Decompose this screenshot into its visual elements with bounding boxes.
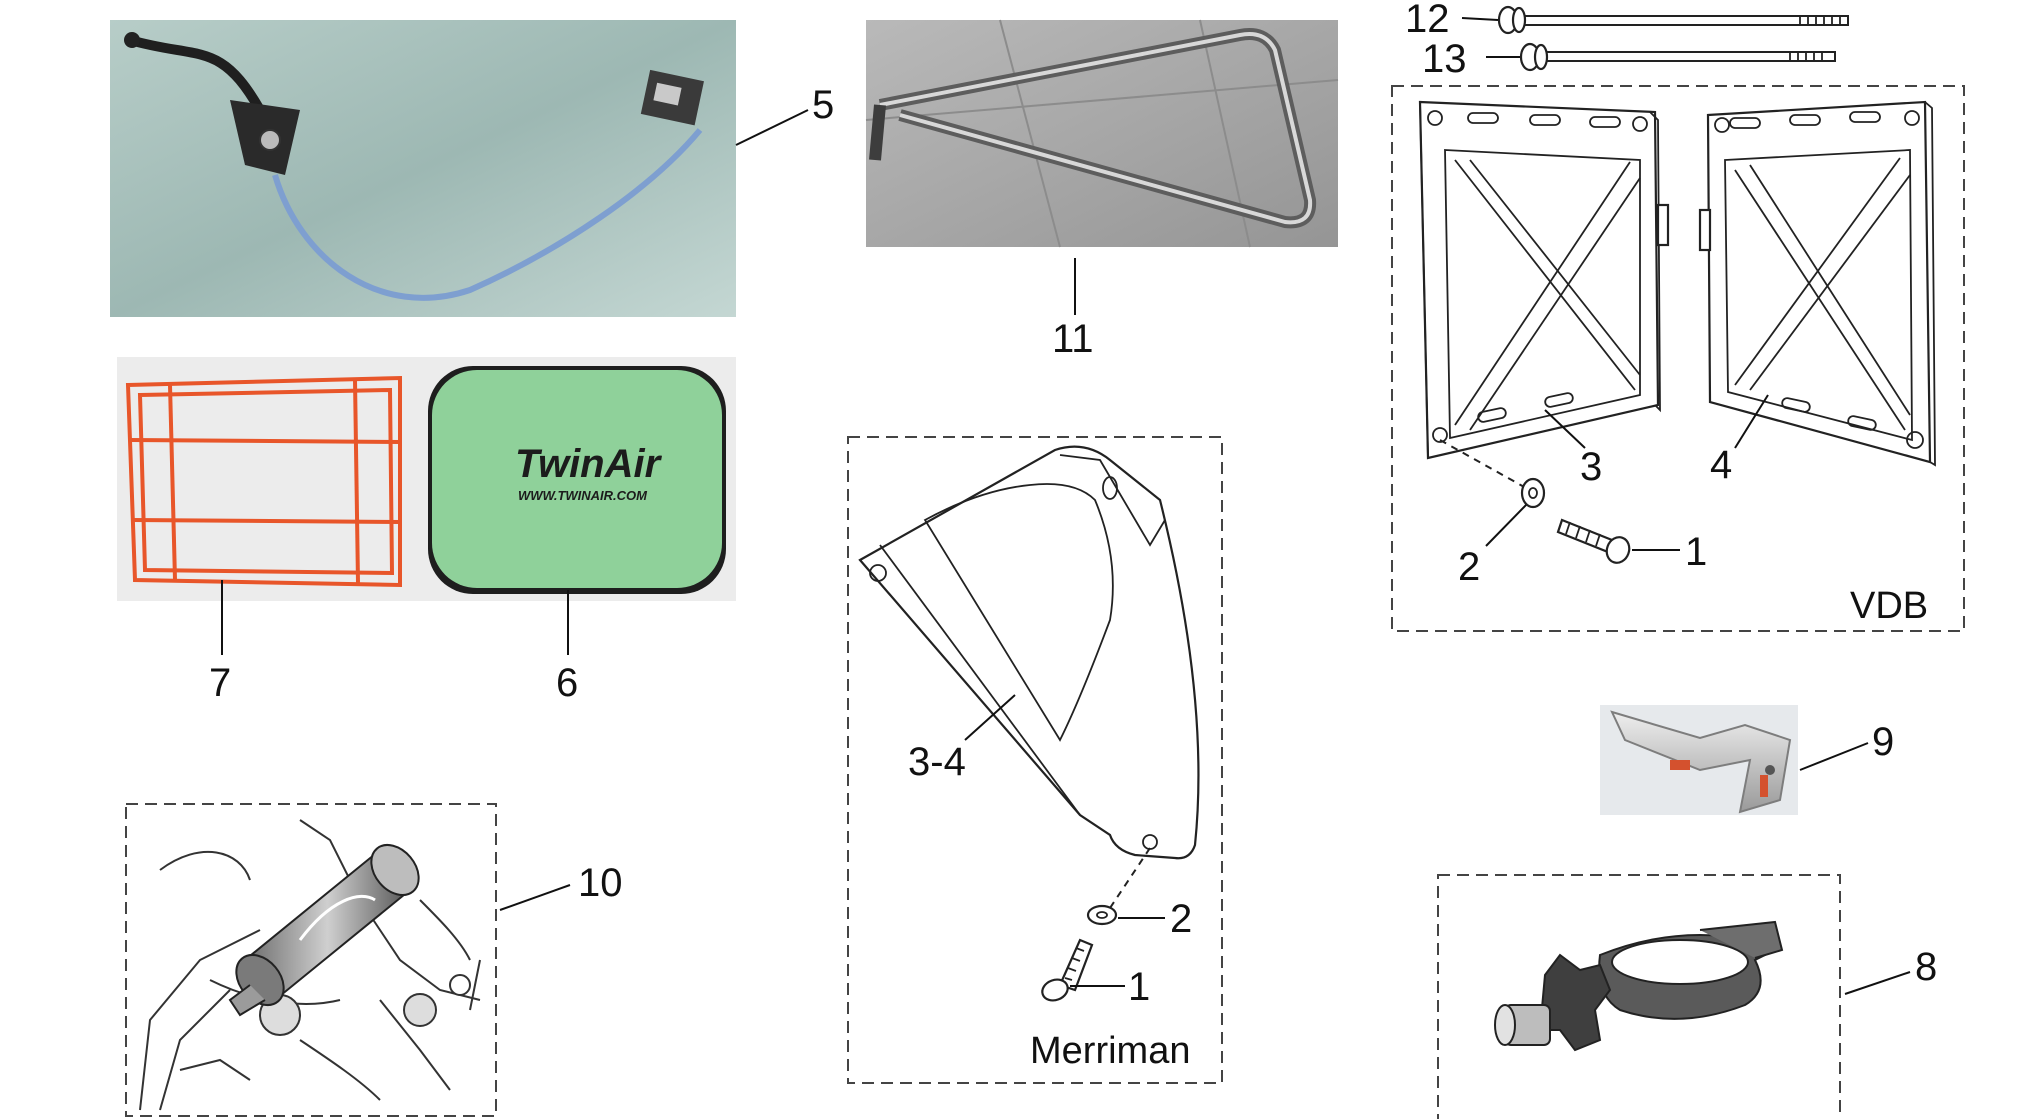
cylinder-filter — [228, 843, 420, 1017]
kit-10-dashed-box — [125, 803, 497, 1117]
merriman-kit-label: Merriman — [1030, 1030, 1190, 1072]
vdb-plate-left — [1418, 100, 1670, 460]
callout-9: 9 — [1872, 720, 1894, 764]
side-stand-photo — [865, 19, 1339, 248]
callout-6: 6 — [556, 661, 578, 705]
vdb-washer — [1520, 477, 1546, 509]
bolt-12 — [1497, 5, 1849, 35]
callout-13: 13 — [1422, 37, 1467, 81]
callout-4-vdb: 4 — [1710, 443, 1732, 487]
vdb-dashed-box — [1391, 85, 1965, 632]
filter-url-text: WWW.TWINAIR.COM — [518, 488, 648, 503]
merriman-kit-group: 3-4 2 1 Merriman — [847, 436, 1223, 1084]
kit-8-dashed-box — [1437, 874, 1841, 1119]
callout-8: 8 — [1915, 945, 1937, 989]
vdb-plate-right — [1698, 100, 1936, 467]
callout-10: 10 — [578, 861, 623, 905]
bolt-13 — [1519, 42, 1836, 72]
callout-12: 12 — [1405, 0, 1450, 41]
callout-3-4: 3-4 — [908, 740, 966, 784]
vdb-bolt — [1556, 518, 1631, 564]
callout-7: 7 — [209, 661, 231, 705]
callout-3-vdb: 3 — [1580, 445, 1602, 489]
callout-2-merriman: 2 — [1170, 897, 1192, 941]
kit-8-group: 8 — [1437, 874, 1937, 1119]
merriman-bolt — [1041, 938, 1094, 1002]
clutch-lever-photo — [110, 20, 736, 317]
filter-cage — [125, 375, 402, 588]
merriman-bracket — [858, 445, 1200, 860]
small-bracket-photo — [1600, 705, 1798, 815]
foam-air-filter: TwinAir WWW.TWINAIR.COM — [428, 366, 726, 594]
filter-and-cage-photo: TwinAir WWW.TWINAIR.COM — [117, 357, 736, 601]
vdb-kit-group: 3 4 2 1 VDB — [1391, 85, 1965, 632]
kit-10-group — [125, 803, 497, 1117]
clamp-knob — [1494, 953, 1612, 1052]
merriman-dashed-box — [847, 436, 1223, 1084]
long-bolts: 12 13 — [1405, 0, 1849, 81]
callout-2-vdb: 2 — [1458, 545, 1480, 589]
callout-1-merriman: 1 — [1128, 965, 1150, 1009]
callout-1-vdb: 1 — [1685, 530, 1707, 574]
fork-clamp — [1598, 920, 1784, 1020]
merriman-washer — [1086, 904, 1118, 926]
callout-5: 5 — [812, 83, 834, 127]
callout-11: 11 — [1052, 317, 1094, 361]
intake-sketch — [139, 819, 481, 1111]
filter-logo-text: TwinAir — [515, 442, 663, 486]
vdb-kit-label: VDB — [1850, 585, 1928, 627]
